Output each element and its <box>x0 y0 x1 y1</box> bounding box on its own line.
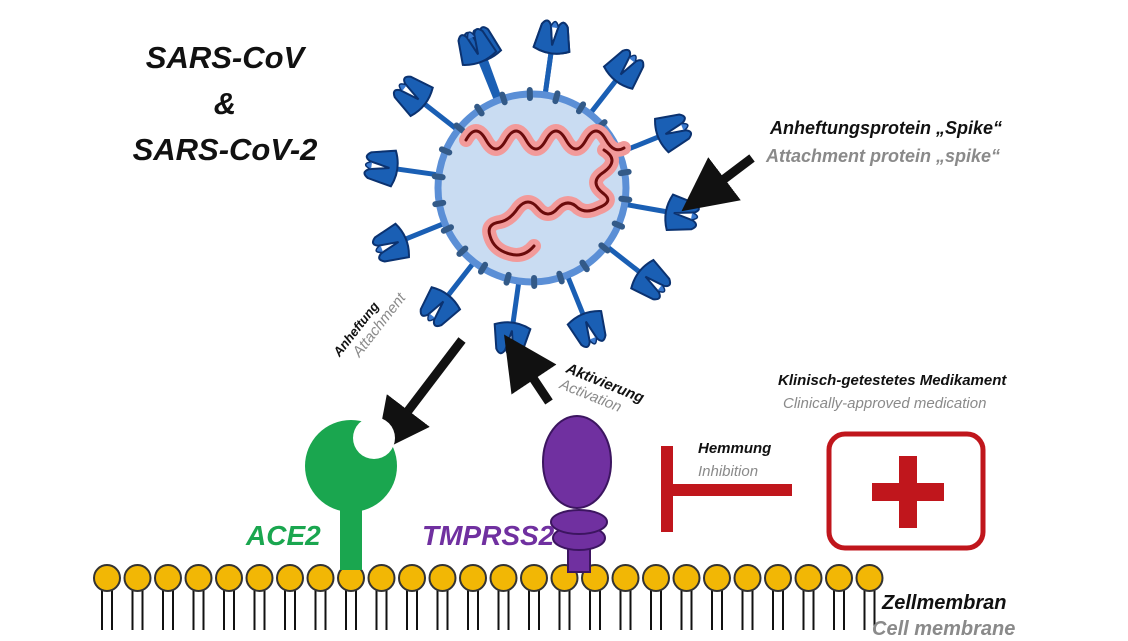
inhibition-label-de: Hemmung <box>698 440 772 457</box>
rna-genome <box>459 124 631 262</box>
cell-membrane <box>93 564 884 630</box>
spike-protein <box>363 149 440 188</box>
lipid <box>306 564 335 630</box>
lipid <box>93 564 121 630</box>
lipid <box>733 564 762 630</box>
spike-protein <box>419 260 477 328</box>
spike-proteins <box>363 19 700 357</box>
inhibition-label-en: Inhibition <box>698 463 759 480</box>
lipid <box>398 564 426 630</box>
lipid <box>184 564 213 630</box>
tmprss2-protease <box>542 415 612 573</box>
attachment-arrow <box>375 337 466 454</box>
lipid <box>245 564 274 630</box>
spike-protein <box>587 48 645 116</box>
title-line-2: & <box>213 86 237 121</box>
spike-label-de: Anheftungsprotein „Spike“ <box>770 118 1003 138</box>
membrane-proteins <box>431 87 633 289</box>
inhibition-symbol <box>661 446 792 532</box>
lipid <box>459 564 487 630</box>
tmprss2-label: TMPRSS2 <box>422 520 555 551</box>
lipid <box>703 564 731 630</box>
lipid <box>794 564 823 630</box>
lipid <box>489 564 518 630</box>
title-line-1: SARS-CoV <box>145 40 305 75</box>
medication-cross-icon <box>826 431 986 551</box>
lipid <box>428 564 457 630</box>
lipid <box>581 564 609 630</box>
lipid <box>672 564 701 630</box>
lipid <box>520 564 548 630</box>
lipid <box>276 564 304 630</box>
activation-arrow <box>504 334 557 405</box>
lipid <box>611 564 640 630</box>
spike-protein <box>371 220 446 263</box>
lipid <box>215 564 243 630</box>
lipid <box>123 564 152 630</box>
lipid <box>855 564 884 630</box>
lipid <box>367 564 396 630</box>
ace2-receptor <box>305 417 397 570</box>
spike-protein <box>604 243 672 301</box>
ace2-label: ACE2 <box>246 520 321 551</box>
medication-label-en: Clinically-approved medication <box>783 395 987 412</box>
lipid <box>550 564 579 630</box>
title-line-3: SARS-CoV-2 <box>132 132 318 167</box>
spike-protein <box>457 27 500 102</box>
lipid <box>642 564 670 630</box>
lipid <box>154 564 182 630</box>
virus-particle <box>431 87 633 289</box>
spike-protein <box>624 193 700 232</box>
medication-label-de: Klinisch-getestetes Medikament <box>778 372 1007 389</box>
spike-label-en: Attachment protein „spike“ <box>766 146 1001 166</box>
lipid <box>764 564 792 630</box>
lipid <box>825 564 853 630</box>
spike-protein <box>564 274 607 349</box>
spike-protein <box>532 19 571 96</box>
membrane-label-de: Zellmembran <box>882 592 1007 614</box>
spike-pointer-arrow <box>681 154 755 212</box>
lipid <box>337 564 365 630</box>
spike-protein <box>493 280 532 357</box>
spike-protein <box>392 75 460 133</box>
